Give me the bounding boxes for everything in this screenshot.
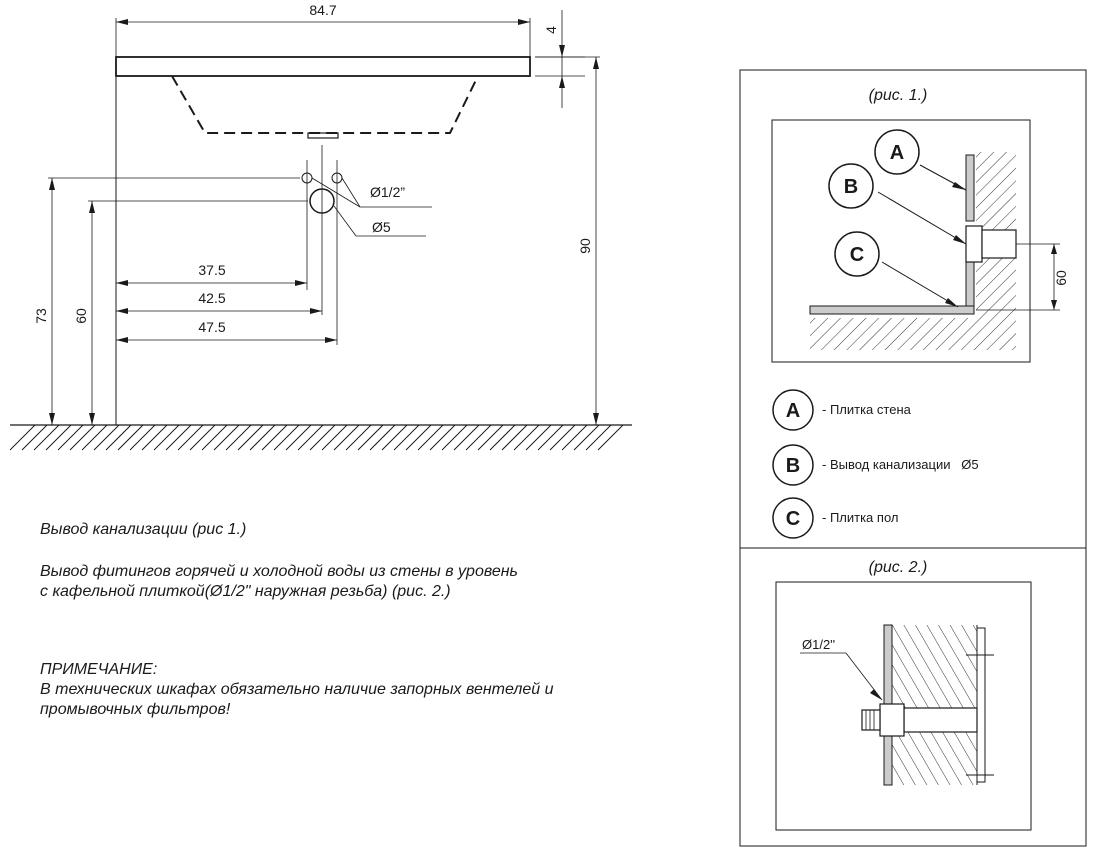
- legend-letter-c: C: [786, 508, 800, 530]
- fig1-box: [771, 119, 1031, 363]
- note-title: ПРИМЕЧАНИЕ:: [40, 661, 158, 678]
- fig1-letter-b: B: [844, 176, 858, 198]
- drain-pipe: [309, 188, 335, 214]
- dim-slab-thickness: 4: [543, 26, 559, 34]
- legend-text-c: - Плитка пол: [822, 510, 898, 525]
- note-body-2: промывочных фильтров!: [40, 701, 231, 718]
- note-drain: Вывод канализации (рис 1.): [40, 521, 247, 538]
- dim-total-height: 90: [577, 238, 593, 254]
- drain-outlet: [307, 132, 339, 139]
- fig2-caption: (рис. 2.): [869, 559, 928, 576]
- legend-letter-a: A: [786, 400, 800, 422]
- fig2-box: [775, 581, 1032, 831]
- fig1-letter-c: C: [850, 244, 864, 266]
- legend-letter-b: B: [786, 455, 800, 477]
- water-fitting: [879, 703, 905, 737]
- floor-tile: [809, 305, 975, 315]
- fig1-caption: (рис. 1.): [869, 87, 928, 104]
- dim-dist-37-5: 37.5: [198, 262, 225, 278]
- fig1-letter-a: A: [890, 142, 904, 164]
- fig1-dim-60: 60: [1053, 270, 1069, 286]
- wall-tile: [965, 154, 975, 222]
- sink-elevation: [9, 10, 632, 451]
- sink-bowl: [171, 75, 479, 134]
- drain-fitting: [965, 225, 983, 263]
- dim-dist-42-5: 42.5: [198, 290, 225, 306]
- dim-dist-47-5: 47.5: [198, 319, 225, 335]
- label-water-pipe: Ø1/2”: [370, 184, 405, 200]
- detail-panel: [739, 69, 1087, 847]
- legend-text-b: - Вывод канализации Ø5: [822, 457, 979, 472]
- dim-height-60: 60: [73, 308, 89, 324]
- dim-height-73: 73: [33, 308, 49, 324]
- label-drain-pipe: Ø5: [372, 219, 391, 235]
- sink-slab: [115, 56, 531, 77]
- floor-hatching: [9, 424, 624, 451]
- dim-width: 84.7: [309, 2, 336, 18]
- legend-text-a: - Плитка стена: [822, 402, 912, 417]
- fig2-pipe-label: Ø1/2'': [802, 637, 835, 652]
- note-fittings-1: Вывод фитингов горячей и холодной воды и…: [40, 563, 518, 580]
- note-body-1: В технических шкафах обязательно наличие…: [40, 681, 554, 698]
- note-fittings-2: с кафельной плиткой(Ø1/2" наружная резьб…: [40, 583, 451, 600]
